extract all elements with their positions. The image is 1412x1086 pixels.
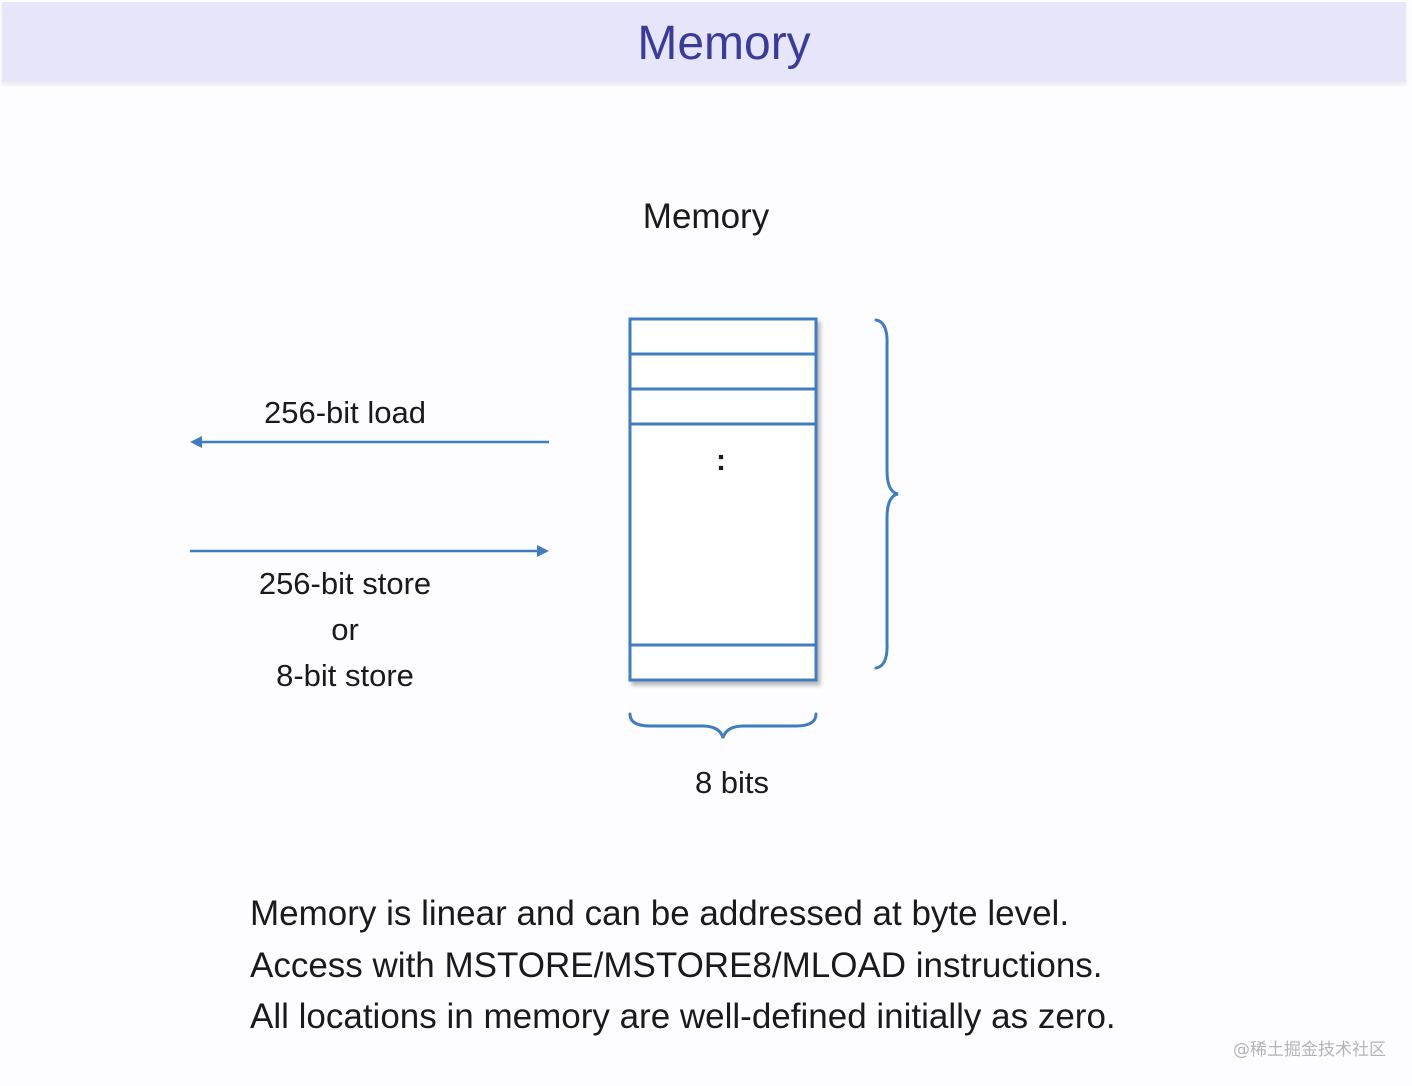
watermark: @稀土掘金技术社区 xyxy=(1233,1040,1386,1060)
ellipsis-marker: : xyxy=(716,444,726,477)
memory-block-outline xyxy=(628,317,818,682)
caption: Memory is linear and can be addressed at… xyxy=(250,888,1250,1043)
caption-line: All locations in memory are well-defined… xyxy=(250,997,1116,1036)
load-arrow xyxy=(190,436,549,448)
memory-block: : xyxy=(628,317,818,682)
load-label: 256-bit load xyxy=(264,395,426,430)
header-bar: Memory xyxy=(2,2,1406,82)
load-arrow-head xyxy=(190,436,202,448)
width-label: 8 bits xyxy=(695,765,769,800)
page-title: Memory xyxy=(637,17,811,70)
store-arrow xyxy=(190,545,549,557)
memory-label: Memory xyxy=(643,197,770,236)
caption-line: Access with MSTORE/MSTORE8/MLOAD instruc… xyxy=(250,945,1103,985)
store-label-line: or xyxy=(331,612,359,647)
right-brace xyxy=(874,318,899,670)
bottom-brace xyxy=(628,712,818,739)
store-label-line: 8-bit store xyxy=(276,658,414,693)
caption-line: Memory is linear and can be addressed at… xyxy=(250,894,1070,933)
store-label-line: 256-bit store xyxy=(259,566,431,601)
store-arrow-head xyxy=(537,545,549,557)
